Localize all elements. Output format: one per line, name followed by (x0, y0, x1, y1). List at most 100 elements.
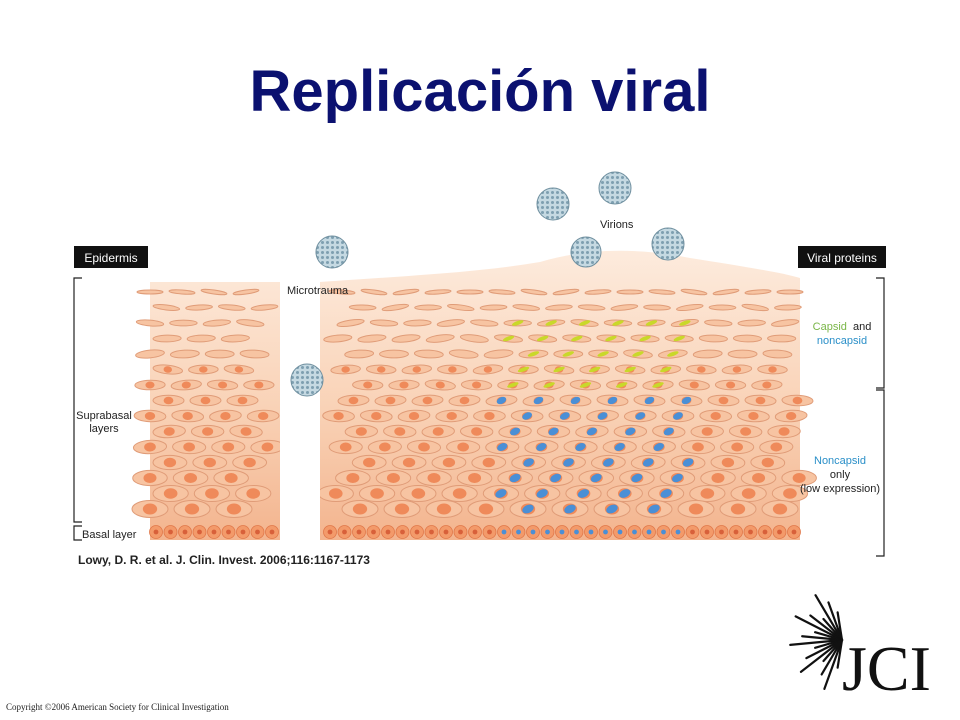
epithelial-cell (643, 304, 671, 311)
cells-layer (131, 288, 817, 518)
noncapsid-mark (614, 443, 625, 451)
epithelial-cell (169, 349, 200, 359)
epithelial-cell (336, 318, 365, 328)
capsid-mark (667, 351, 679, 357)
epithelial-cell (447, 303, 475, 312)
basal-cell-nucleus (211, 529, 217, 535)
epithelial-cell (323, 334, 353, 343)
noncapsid-only-line3: (low expression) (800, 483, 880, 495)
epithelial-cell (762, 349, 793, 359)
noncapsid-mark (673, 412, 683, 420)
cell-nucleus (692, 442, 704, 452)
cell-nucleus (222, 442, 235, 452)
epithelial-cell (360, 288, 388, 296)
basal-cell-nucleus (661, 529, 666, 535)
epithelial-cell (328, 289, 356, 295)
epithelial-cell (459, 334, 489, 343)
capsid-mark (616, 382, 628, 388)
logo-ray (799, 638, 844, 673)
cell-nucleus (772, 503, 788, 515)
cell-nucleus (726, 381, 736, 389)
cell-nucleus (143, 472, 157, 484)
cell-nucleus (435, 381, 445, 389)
cell-nucleus (163, 488, 178, 499)
cell-nucleus (394, 427, 406, 436)
cell-nucleus (721, 457, 735, 468)
slide-title: Replicación viral (249, 59, 711, 124)
capsid-mark (502, 335, 515, 342)
cell-nucleus (442, 457, 456, 468)
basal-cell-nucleus (719, 529, 724, 535)
basal-cell-nucleus (516, 529, 521, 535)
microtrauma-gap (280, 280, 320, 542)
epithelial-cell (391, 334, 421, 343)
cell-nucleus (778, 427, 790, 436)
logo-ray (836, 638, 844, 669)
cell-nucleus (163, 427, 175, 436)
cell-nucleus (142, 503, 158, 515)
noncapsid-mark (522, 412, 533, 420)
noncapsid-mark (495, 489, 507, 498)
cell-nucleus (792, 396, 803, 405)
suprabasal-label-line2: layers (89, 423, 119, 435)
cell-nucleus (363, 381, 373, 389)
noncapsid-mark (606, 504, 618, 514)
epithelial-cell (168, 289, 196, 295)
epithelial-cell (425, 334, 455, 343)
basal-cell-nucleus (269, 529, 275, 535)
noncapsid-mark (536, 489, 548, 498)
epithelial-cell (488, 289, 516, 295)
viral-proteins-header: Viral proteins (807, 251, 877, 265)
noncapsid-mark (590, 473, 602, 483)
noncapsid-mark (497, 443, 508, 451)
cell-nucleus (394, 503, 410, 515)
epithelial-cell (512, 304, 540, 311)
epithelial-cell (436, 319, 465, 327)
noncapsid-mark (586, 427, 597, 436)
epithelial-cell (648, 289, 676, 295)
cell-nucleus (237, 396, 248, 405)
epithelial-cell (610, 304, 639, 311)
cell-nucleus (254, 381, 264, 389)
epithelial-cell (692, 349, 723, 359)
cell-nucleus (200, 396, 211, 405)
cell-nucleus (748, 411, 759, 421)
epithelial-cell (185, 304, 213, 311)
epithelial-cell (369, 319, 399, 327)
noncapsid-mark (607, 396, 618, 405)
epithelial-cell (456, 289, 484, 295)
cell-nucleus (370, 488, 384, 499)
basal-cell-nucleus (704, 529, 710, 535)
cell-nucleus (482, 457, 495, 468)
virion-icon (315, 235, 349, 269)
epithelial-cell (152, 334, 182, 343)
cell-nucleus (761, 457, 774, 468)
cell-nucleus (418, 442, 430, 452)
epithelial-cell (202, 319, 232, 327)
cell-nucleus (224, 472, 238, 484)
cell-nucleus (422, 396, 433, 405)
capsid-mark (632, 351, 644, 357)
cell-nucleus (341, 366, 350, 373)
copyright: Copyright ©2006 American Society for Cli… (6, 702, 229, 712)
cell-nucleus (202, 427, 214, 436)
basal-cell-nucleus (472, 529, 478, 535)
epithelial-cell (135, 319, 165, 327)
cell-nucleus (472, 381, 482, 389)
basal-cell-nucleus (168, 529, 173, 535)
basal-cell-nucleus (777, 529, 782, 535)
cell-nucleus (399, 381, 409, 389)
epithelial-cell (414, 304, 442, 311)
noncapsid-mark (570, 396, 581, 405)
cell-nucleus (688, 503, 704, 515)
basal-cell-nucleus (371, 529, 376, 535)
cell-nucleus (240, 427, 252, 436)
cell-nucleus (711, 472, 725, 484)
basal-cell-nucleus (617, 529, 623, 535)
cell-nucleus (768, 366, 777, 373)
cell-nucleus (411, 488, 426, 499)
noncapsid-mark (575, 443, 586, 451)
cell-nucleus (184, 503, 200, 515)
logo-ray (809, 614, 844, 642)
